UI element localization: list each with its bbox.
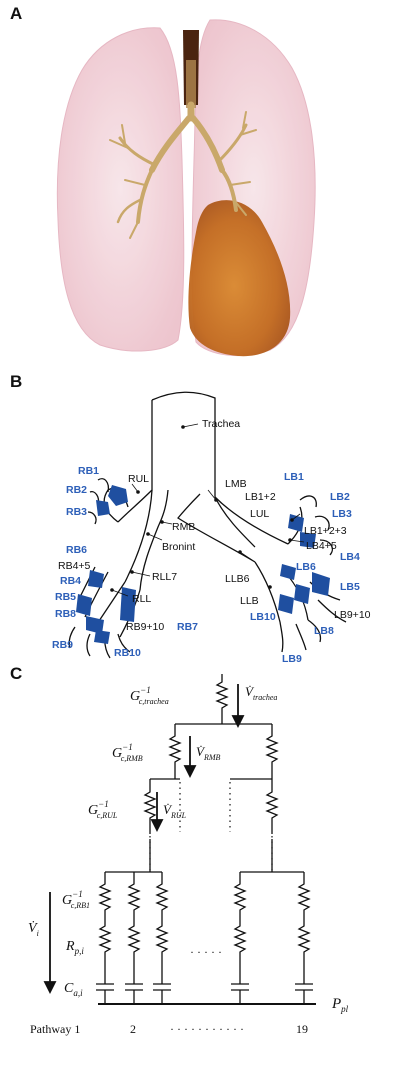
label-lb1: LB1 xyxy=(284,471,304,483)
label-lb45: LB4+5 xyxy=(306,540,337,552)
r-pi-label: Rp,i xyxy=(65,939,84,956)
label-lul: LUL xyxy=(250,508,269,520)
right-lung xyxy=(57,28,183,351)
v-trachea-label: V̇trachea xyxy=(245,684,277,702)
trachea-tube xyxy=(152,392,255,547)
v-i-label: V̇i xyxy=(28,920,39,938)
label-lb3: LB3 xyxy=(332,508,352,520)
label-llb: LLB xyxy=(240,595,259,607)
label-lmb: LMB xyxy=(225,478,247,490)
c-ai-label: Ca,i xyxy=(64,981,83,998)
label-llb6: LLB6 xyxy=(225,573,250,585)
label-lb2: LB2 xyxy=(330,491,350,503)
label-rb2: RB2 xyxy=(66,484,87,496)
label-rb4: RB4 xyxy=(60,575,81,587)
label-lb6: LB6 xyxy=(296,561,316,573)
label-rb3: RB3 xyxy=(66,506,87,518)
label-lb123: LB1+2+3 xyxy=(304,525,347,537)
pathway-2-label: 2 xyxy=(130,1022,136,1036)
pathway-19-label: 19 xyxy=(296,1022,308,1036)
label-rb1: RB1 xyxy=(78,465,99,477)
label-rb8: RB8 xyxy=(55,608,76,620)
label-rb6: RB6 xyxy=(66,544,87,556)
airway-schematic: Trachea RUL LMB LB1+2 LUL RMB Bronint LB… xyxy=(0,372,393,667)
pathway-dots: · · · · · · · · · · · xyxy=(170,1022,244,1036)
label-rll7: RLL7 xyxy=(152,571,177,583)
v-rmb-label: V̇RMB xyxy=(196,744,221,762)
label-rb45: RB4+5 xyxy=(58,560,91,572)
label-rb7: RB7 xyxy=(177,621,198,633)
label-rb10: RB10 xyxy=(114,647,141,659)
label-bronint: Bronint xyxy=(162,541,195,553)
label-rmb: RMB xyxy=(172,521,195,533)
label-lb10: LB10 xyxy=(250,611,276,623)
label-trachea: Trachea xyxy=(202,418,240,430)
label-lb5: LB5 xyxy=(340,581,360,593)
label-rb9: RB9 xyxy=(52,639,73,651)
p-pl-label: Ppl xyxy=(331,996,349,1014)
label-rb5: RB5 xyxy=(55,591,76,603)
label-lb4: LB4 xyxy=(340,551,360,563)
label-lb8: LB8 xyxy=(314,625,334,637)
label-lb910: LB9+10 xyxy=(334,609,371,621)
label-rb910: RB9+10 xyxy=(126,621,164,633)
lung-rendering xyxy=(0,0,393,372)
label-rul: RUL xyxy=(128,473,149,485)
v-rul-label: V̇RUL xyxy=(163,802,187,820)
pathway-1-label: Pathway 1 xyxy=(30,1022,80,1036)
mid-dots: · · · · · xyxy=(190,945,222,959)
label-lb12: LB1+2 xyxy=(245,491,276,503)
label-rll: RLL xyxy=(132,593,151,605)
